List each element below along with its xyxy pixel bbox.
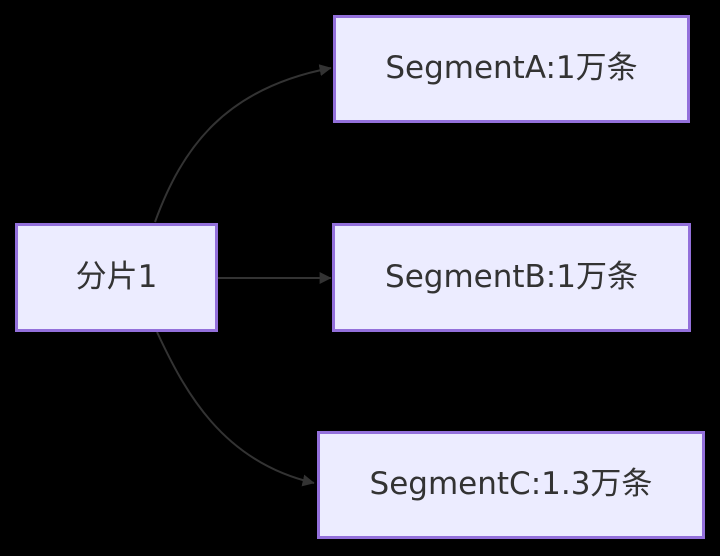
- node-segmentC: SegmentC:1.3万条: [317, 431, 705, 539]
- node-segmentA: SegmentA:1万条: [333, 15, 690, 123]
- node-shard1: 分片1: [15, 223, 218, 332]
- node-segmentC-label: SegmentC:1.3万条: [369, 466, 653, 503]
- node-segmentA-label: SegmentA:1万条: [385, 50, 638, 87]
- node-segmentB: SegmentB:1万条: [332, 223, 691, 332]
- node-segmentB-label: SegmentB:1万条: [385, 258, 638, 295]
- edge-shard1-to-segmentC: [156, 331, 315, 487]
- edge-shard1-to-segmentA: [154, 64, 332, 223]
- node-shard1-label: 分片1: [75, 258, 158, 295]
